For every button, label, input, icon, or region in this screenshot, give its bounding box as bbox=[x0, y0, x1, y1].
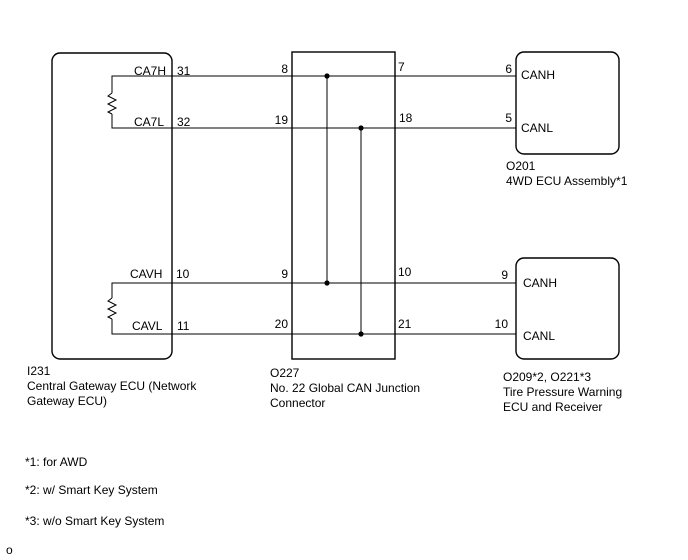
footnote-1: *1: for AWD bbox=[25, 455, 88, 469]
tire-pressure-ecu-box bbox=[515, 257, 620, 360]
junction-code: O227 bbox=[270, 366, 300, 380]
footnote-2: *2: w/ Smart Key System bbox=[25, 483, 158, 497]
gateway-signal-cavh: CAVH bbox=[130, 267, 162, 281]
tpms-pin-10: 10 bbox=[495, 317, 509, 331]
tpms-pin-9: 9 bbox=[501, 268, 508, 282]
termination-resistor-upper bbox=[106, 75, 172, 129]
footnote-3: *3: w/o Smart Key System bbox=[25, 514, 165, 528]
tpms-caption: O209*2, O221*3 Tire Pressure Warning ECU… bbox=[503, 370, 622, 415]
ecu-4wd-signal-canl: CANL bbox=[521, 121, 553, 135]
ecu-4wd-pin-5: 5 bbox=[505, 111, 512, 125]
junction-right-pin: 21 bbox=[398, 317, 412, 331]
junction-left-pin: 9 bbox=[281, 267, 288, 281]
junction-name-line1: No. 22 Global CAN Junction bbox=[270, 381, 421, 395]
tpms-signal-canh: CANH bbox=[523, 276, 557, 290]
tpms-name-line2: ECU and Receiver bbox=[503, 400, 603, 414]
gateway-pin-31: 31 bbox=[177, 64, 191, 78]
ecu-4wd-caption: O201 4WD ECU Assembly*1 bbox=[506, 159, 627, 189]
can-bus-wires bbox=[172, 75, 516, 335]
gateway-name-line2: Gateway ECU) bbox=[27, 394, 108, 408]
gateway-pin-11: 11 bbox=[177, 319, 190, 333]
tpms-name-line1: Tire Pressure Warning bbox=[503, 385, 623, 399]
gateway-pin-32: 32 bbox=[177, 115, 191, 129]
termination-resistor-lower bbox=[106, 282, 172, 335]
splice-dot bbox=[358, 331, 364, 337]
ecu-4wd-signal-canh: CANH bbox=[521, 68, 555, 82]
junction-connector-box bbox=[291, 51, 396, 360]
splice-dot bbox=[324, 73, 330, 79]
junction-right-pin: 7 bbox=[398, 60, 405, 74]
junction-left-pin: 19 bbox=[275, 113, 289, 127]
ecu-4wd-name: 4WD ECU Assembly*1 bbox=[506, 174, 628, 188]
footer-mark: o bbox=[6, 543, 13, 557]
junction-right-pin: 10 bbox=[398, 265, 412, 279]
gateway-signal-ca7h: CA7H bbox=[134, 64, 166, 78]
gateway-pin-10: 10 bbox=[176, 267, 190, 281]
tpms-signal-canl: CANL bbox=[523, 329, 555, 343]
ecu-4wd-box bbox=[515, 51, 620, 155]
splice-dot bbox=[324, 280, 330, 286]
junction-right-pin: 18 bbox=[399, 111, 413, 125]
gateway-code: I231 bbox=[27, 364, 51, 378]
junction-caption: O227 No. 22 Global CAN Junction Connecto… bbox=[270, 366, 420, 411]
junction-left-pin: 20 bbox=[275, 317, 289, 331]
junction-left-pin: 8 bbox=[281, 62, 288, 76]
splice-dot bbox=[358, 125, 364, 131]
ecu-4wd-pin-6: 6 bbox=[505, 62, 512, 76]
gateway-caption: I231 Central Gateway ECU (Network Gatewa… bbox=[27, 364, 196, 409]
ecu-4wd-code: O201 bbox=[506, 159, 536, 173]
gateway-signal-cavl: CAVL bbox=[132, 319, 163, 333]
gateway-name-line1: Central Gateway ECU (Network bbox=[27, 379, 197, 393]
tpms-code: O209*2, O221*3 bbox=[503, 370, 592, 384]
central-gateway-ecu-box bbox=[51, 52, 173, 360]
junction-name-line2: Connector bbox=[270, 396, 326, 410]
splice-points bbox=[324, 73, 364, 337]
gateway-signal-ca7l: CA7L bbox=[134, 115, 164, 129]
